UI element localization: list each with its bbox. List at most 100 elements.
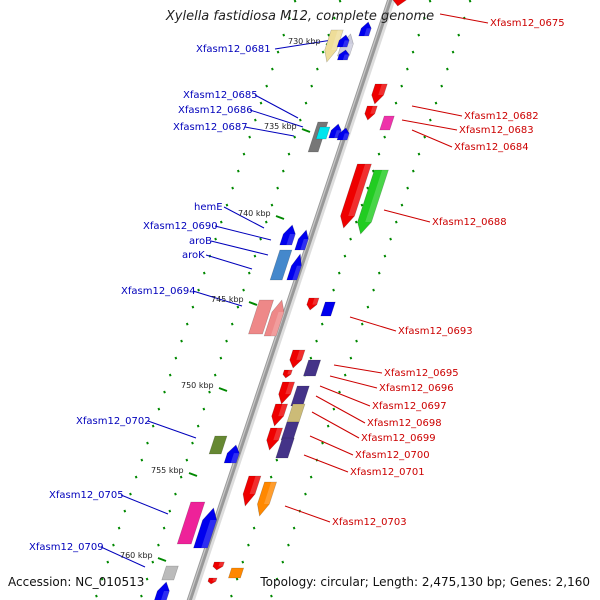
guide-dot: [191, 305, 195, 309]
kbp-label-730: 730 kbp: [288, 37, 321, 46]
gene-label-heme[interactable]: hemE: [194, 202, 223, 213]
gene-xfasm12-0684: [379, 115, 395, 131]
gene-xfasm12-0695: [289, 349, 306, 369]
gene-xfasm12-0700-body: [266, 427, 284, 451]
gene-xfasm12-0697-body: [278, 381, 296, 405]
guide-dot: [406, 186, 409, 190]
gene-xfasm12-0694b: [263, 299, 285, 337]
guide-dot: [174, 492, 177, 496]
gene-label-xfasm12-0703[interactable]: Xfasm12_0703: [332, 517, 407, 528]
gene-label-xfasm12-0700[interactable]: Xfasm12_0700: [355, 450, 430, 461]
gene-label-xfasm12-0705[interactable]: Xfasm12_0705: [49, 490, 124, 501]
gene-xfasm12-0702b-shade: [230, 453, 240, 464]
guide-dot: [434, 101, 438, 105]
gene-label-xfasm12-0686[interactable]: Xfasm12_0686: [178, 105, 253, 116]
gene-label-xfasm12-0694[interactable]: Xfasm12_0694: [121, 286, 196, 297]
gene-xfasm12-0694b-body: [263, 299, 285, 337]
gene-xfasm12-0697: [278, 381, 296, 405]
guide-dot: [276, 50, 280, 54]
guide-dot: [157, 543, 160, 547]
guide-dot: [253, 254, 257, 258]
guide-dot: [185, 458, 189, 462]
gene-label-xfasm12-0698[interactable]: Xfasm12_0698: [367, 418, 442, 429]
guide-dot: [276, 186, 279, 190]
guide-dot: [269, 475, 273, 479]
guide-dot: [129, 492, 132, 496]
kbp-tick: [301, 128, 311, 133]
guide-dot: [202, 271, 206, 275]
gene-label-xfasm12-0688[interactable]: Xfasm12_0688: [432, 217, 507, 228]
guide-dot: [383, 135, 386, 139]
leader-right: [315, 395, 366, 424]
gene-label-xfasm12-0681[interactable]: Xfasm12_0681: [196, 44, 271, 55]
gene-label-xfasm12-0684[interactable]: Xfasm12_0684: [454, 142, 529, 153]
gene-xfasm12-0681-body: [336, 34, 350, 48]
gene-arok-shade: [292, 265, 302, 281]
gene-xfasm12-0694: [248, 299, 274, 335]
gene-xfasm12-0703-red-body: [242, 475, 262, 507]
guide-dot: [140, 594, 143, 598]
gene-xfasm12-0681b: [336, 49, 350, 61]
gene-xfasm12-0697b-body: [290, 385, 310, 407]
gene-arok-body: [286, 253, 302, 281]
gene-xfasm12-0705b: [193, 507, 217, 549]
guide-dot: [123, 509, 127, 513]
gene-xfasm12-0696b-shade: [287, 370, 293, 375]
gene-label-xfasm12-0675[interactable]: Xfasm12_0675: [490, 18, 565, 29]
gene-xfasm12-0696b: [282, 369, 293, 379]
gene-xfasm12-0693b: [320, 301, 336, 317]
guide-dot: [197, 288, 200, 292]
guide-dot: [225, 203, 229, 207]
gene-label-xfasm12-0695[interactable]: Xfasm12_0695: [384, 368, 459, 379]
gene-xfasm12-0696-body: [303, 359, 322, 377]
gene-xfasm12-0698-body: [286, 403, 306, 423]
gene-label-xfasm12-0685[interactable]: Xfasm12_0685: [183, 90, 258, 101]
gene-xfasm12-0702b: [223, 444, 240, 464]
kbp-label-740: 740 kbp: [238, 209, 271, 218]
leader-left: [205, 254, 253, 270]
gene-label-xfasm12-0709[interactable]: Xfasm12_0709: [29, 542, 104, 553]
leader-left: [100, 546, 146, 568]
gene-label-arob[interactable]: aroB: [189, 236, 212, 247]
guide-dot: [112, 543, 115, 547]
gene-label-xfasm12-0683[interactable]: Xfasm12_0683: [459, 125, 534, 136]
gene-label-xfasm12-0682[interactable]: Xfasm12_0682: [464, 111, 539, 122]
gene-xfasm12-0703: [257, 481, 277, 517]
gene-xfasm12-0696b-body: [282, 369, 293, 379]
gene-label-xfasm12-0696[interactable]: Xfasm12_0696: [379, 383, 454, 394]
gene-label-xfasm12-0693[interactable]: Xfasm12_0693: [398, 326, 473, 337]
guide-dot: [377, 271, 381, 275]
guide-dot: [281, 169, 285, 173]
gene-xfasm12-0703-shade: [264, 482, 277, 504]
guide-dot: [371, 169, 375, 173]
kbp-label-745: 745 kbp: [211, 295, 244, 304]
guide-dot: [338, 390, 341, 394]
gene-xfasm12-0688-shade: [348, 164, 372, 216]
guide-dot: [236, 305, 240, 309]
guide-dot: [293, 135, 296, 139]
guide-dot: [343, 373, 347, 377]
guide-track-outer-left: [95, 0, 297, 598]
gene-label-arok[interactable]: aroK: [182, 250, 205, 261]
gene-label-xfasm12-0699[interactable]: Xfasm12_0699: [361, 433, 436, 444]
gene-label-xfasm12-0702[interactable]: Xfasm12_0702: [76, 416, 151, 427]
gene-label-xfasm12-0687[interactable]: Xfasm12_0687: [173, 122, 248, 133]
gene-label-xfasm12-0690[interactable]: Xfasm12_0690: [143, 221, 218, 232]
gene-xfasm12-0681b-shade: [342, 54, 350, 60]
guide-dot: [106, 560, 110, 564]
gene-arob: [269, 249, 293, 281]
gene-xfasm12-0703-body: [257, 481, 277, 517]
gene-label-xfasm12-0701[interactable]: Xfasm12_0701: [350, 467, 425, 478]
guide-dot: [174, 356, 178, 360]
guide-dot: [383, 254, 387, 258]
gene-xfasm12-0709-body: [161, 565, 179, 581]
guide-dot: [191, 441, 194, 445]
guide-dot: [440, 84, 444, 88]
leader-left: [249, 109, 304, 128]
guide-dot: [225, 339, 228, 343]
gene-label-xfasm12-0697[interactable]: Xfasm12_0697: [372, 401, 447, 412]
gene-xfasm12-0697b: [290, 385, 310, 407]
gene-heme: [279, 224, 296, 246]
